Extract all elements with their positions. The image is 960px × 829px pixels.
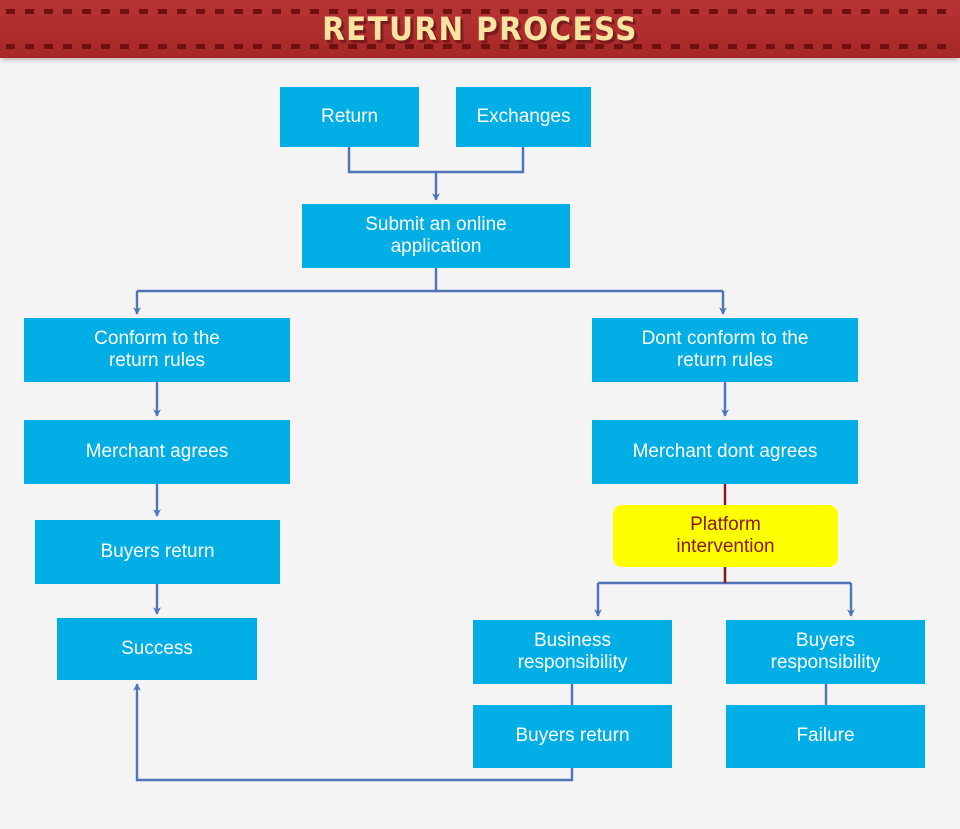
- edge-return-exchanges-merge: [347, 147, 525, 174]
- node-buyers-return-left[interactable]: Buyers return: [35, 520, 280, 584]
- banner-dashed-line-top: [6, 9, 954, 14]
- node-buyers-responsibility[interactable]: Buyers responsibility: [726, 620, 925, 684]
- banner-dashed-line-bottom: [6, 44, 954, 49]
- node-submit-online-application[interactable]: Submit an online application: [302, 204, 570, 268]
- header-banner: RETURN PROCESS: [0, 0, 960, 58]
- node-merchant-agrees[interactable]: Merchant agrees: [24, 420, 290, 484]
- node-buyers-return-right[interactable]: Buyers return: [473, 705, 672, 768]
- node-success[interactable]: Success: [57, 618, 257, 680]
- node-dont-conform-to-return-rules[interactable]: Dont conform to the return rules: [592, 318, 858, 382]
- flowchart-canvas: Return Exchanges Submit an online applic…: [0, 58, 960, 829]
- page-title: RETURN PROCESS: [322, 10, 638, 48]
- node-return[interactable]: Return: [280, 87, 419, 147]
- node-conform-to-return-rules[interactable]: Conform to the return rules: [24, 318, 290, 382]
- edge-feedback-to-success: [133, 683, 574, 782]
- node-platform-intervention[interactable]: Platform intervention: [613, 505, 838, 567]
- node-failure[interactable]: Failure: [726, 705, 925, 768]
- node-exchanges[interactable]: Exchanges: [456, 87, 591, 147]
- node-merchant-dont-agrees[interactable]: Merchant dont agrees: [592, 420, 858, 484]
- node-business-responsibility[interactable]: Business responsibility: [473, 620, 672, 684]
- connector-layer: [133, 147, 855, 782]
